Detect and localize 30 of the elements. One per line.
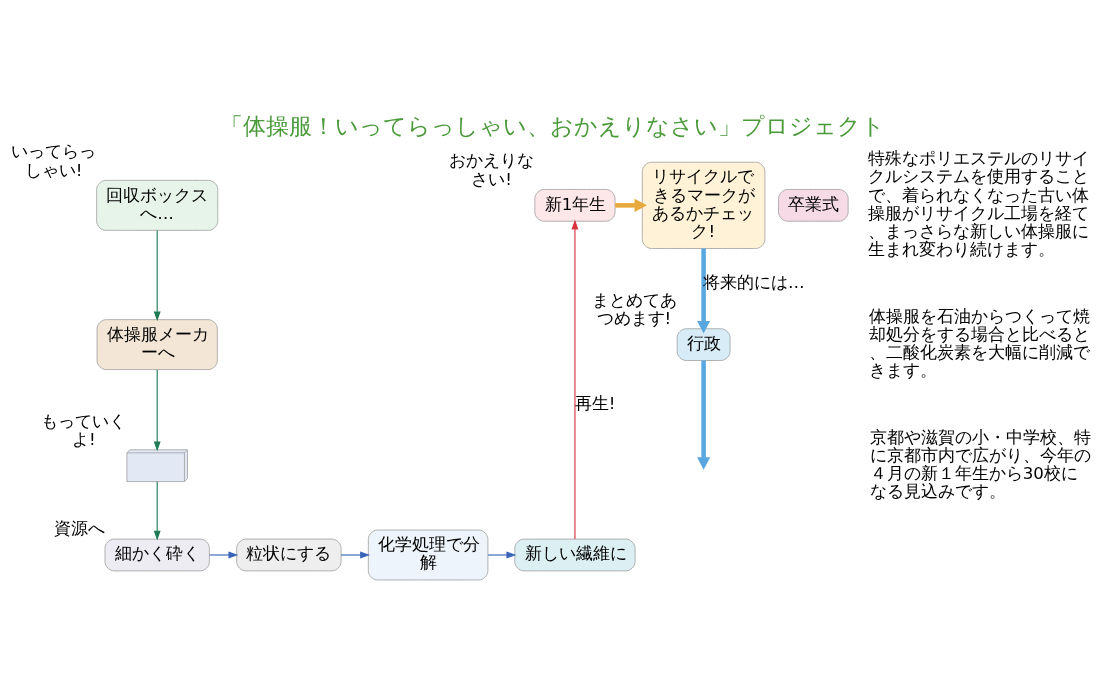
arrow [153, 229, 161, 321]
arrow [209, 551, 239, 558]
diagram-title: 「体操服！いってらっしゃい、おかえりなさい」プロジェクト [220, 112, 886, 139]
arrow [571, 219, 579, 540]
node-box: 卒業式 [778, 188, 849, 222]
node-box: 粒状にする [236, 538, 342, 571]
arrow [615, 198, 647, 212]
node-box: 行政 [676, 327, 731, 361]
node-box: 回収ボックスへ… [96, 179, 219, 231]
node-label: 資源へ [54, 518, 106, 538]
arrow [697, 360, 711, 470]
arrow [697, 248, 711, 333]
node-label: まとめてあつめます! [591, 290, 677, 328]
node-label: もっていくよ! [41, 411, 127, 449]
label: 体操服を石油からつくって焼却処分をする場合と比べると、二酸化炭素を大幅に削減できます。 [868, 306, 1090, 380]
node-box: 化学処理で分解 [367, 529, 489, 580]
arrow [153, 480, 161, 541]
label: 京都や滋賀の小・中学校、特に京都市内で広がり、今年の４月の新１年生から30校になる見込みです。 [869, 427, 1091, 501]
node-box: 細かく砕く [104, 538, 210, 571]
node-box: リサイクルできるマークがあるかチェック! [641, 161, 766, 249]
node-box: 新1年生 [534, 188, 616, 222]
arrow [487, 551, 517, 558]
label: 特殊なポリエステルのリサイクルシステムを使用することで、着られなくなった古い体操服がリサイクル工場を経て、まっさらな新しい体操服に生まれ変わり続けます。 [867, 148, 1089, 259]
node-box: 体操服メーカーへ [96, 318, 218, 370]
node-label: いってらっしゃい! [11, 141, 97, 180]
node-label: おかえりなさい! [449, 150, 535, 189]
arrow [340, 551, 371, 558]
arrow [153, 368, 161, 451]
node-box: 新しい繊維に [514, 538, 636, 571]
edge-label: 再生! [574, 393, 616, 413]
